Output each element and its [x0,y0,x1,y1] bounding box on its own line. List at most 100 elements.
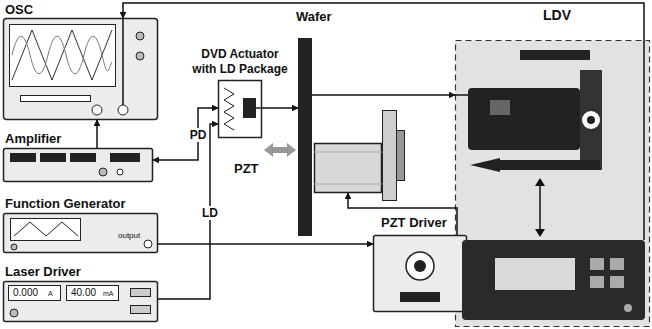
signal-connector [348,193,457,235]
unit-label-text: A [48,290,53,297]
pzt-driver: PZT Driver [373,235,467,312]
oscilloscope-body [136,32,144,40]
display-value-text: 0.000 [13,287,38,298]
ldv-controller [495,258,575,290]
edge-label: PD [188,125,209,143]
oscilloscope-body [21,96,91,102]
signal-connector [158,243,373,245]
oscilloscope-body [122,19,124,105]
ldv-link-arrow [535,178,545,237]
ldv-sensor-head [468,88,580,150]
laser-driver-body [131,306,151,314]
unit-label: mA [103,287,114,298]
laser-driver-body [9,286,61,301]
oscilloscope-body [4,19,158,120]
ldv-sensor-head [490,100,510,115]
ldv-region [456,41,650,327]
device-label-text: Function Generator [5,196,126,211]
ldv-link-arrow [539,184,541,230]
device-label: OSC [5,1,33,17]
device-label-text: Amplifier [5,131,61,146]
function-generator: Function Generatoroutput [3,213,158,253]
device-label-text: OSC [5,2,33,17]
signal-connector [96,120,98,148]
ldv-sensor-head [587,116,595,124]
ldv-sensor-head [582,111,600,129]
function-generator-body [4,214,158,253]
pzt-stack [314,111,405,201]
unit-label-text: mA [103,290,114,297]
amplifier-body [4,149,153,182]
oscilloscope: OSC [3,18,158,120]
ldv-controller [462,240,645,320]
signal-name: PD [188,128,209,142]
amplifier-body [10,153,36,162]
ldv-link-arrow [535,178,545,186]
amplifier-body [4,149,153,182]
ldv-sensor-head [455,50,602,172]
device-label-text: DVD Actuator with LD Package [192,47,287,76]
device-label-text: PZT [234,161,259,176]
dvd-actuator-drawing [219,81,262,138]
oscilloscope-body [12,30,112,80]
ldv-sensor-head [470,158,500,172]
function-generator-body [4,214,158,253]
ldv-controller [590,276,604,288]
oscilloscope-body [118,105,128,115]
device-label-text: LDV [543,7,571,23]
pzt-stack [315,144,382,193]
signal-connector [123,3,644,40]
amplifier-body [70,153,96,162]
dvd-actuator-drawing [243,98,256,118]
pzt-driver-body [406,252,434,280]
ldv-unit: LDV [455,40,650,327]
ldv-link-arrow [535,229,545,237]
pzt-driver-body [400,292,440,302]
display-value: 0.000 [13,285,38,299]
laser-driver-body [10,309,18,317]
laser-driver-body [131,289,151,297]
oscilloscope-body [10,25,116,87]
display-value: 40.00 [71,285,96,299]
signal-connector [262,107,298,109]
device-label: LDV [543,7,571,23]
signal-name: LD [200,206,220,220]
oscilloscope-body [92,105,102,115]
wafer-bar [298,38,312,236]
dvd-actuator-drawing [256,107,262,109]
amplifier-body [99,168,107,176]
device-label: Laser Driver [5,263,81,279]
wafer: Wafer [298,38,312,236]
port-label-text: output [118,231,140,240]
ldv-controller [624,304,632,312]
laser-driver: Laser Driver0.000A40.00mA [3,281,158,322]
device-label: Wafer [296,8,332,24]
wafer-bar [298,38,312,236]
function-generator-body [14,222,78,236]
dvd-actuator-drawing [224,88,234,130]
ldv-sensor-head [520,50,590,60]
port-label: output [118,228,140,240]
device-label-text: PZT Driver [381,215,447,230]
amplifier-body [110,153,140,162]
signal-connector [312,94,455,96]
pzt-actuator: PZT [314,143,382,193]
ldv-controller [462,40,645,320]
unit-label: A [48,287,53,298]
ldv-controller [590,258,604,270]
ldv-controller [610,258,624,270]
laser-driver-body [67,286,119,301]
pzt-driver-body [374,236,467,312]
device-label-text: Laser Driver [5,264,81,279]
amplifier-body [117,169,123,175]
pzt-driver-body [414,260,426,272]
ldv-sensor-head [580,70,602,170]
motion-arrow [272,147,288,153]
pzt-driver-body [374,236,467,312]
device-label: PZT Driver [381,214,447,230]
dvd-actuator-drawing [219,81,263,138]
device-label: Function Generator [5,195,126,211]
